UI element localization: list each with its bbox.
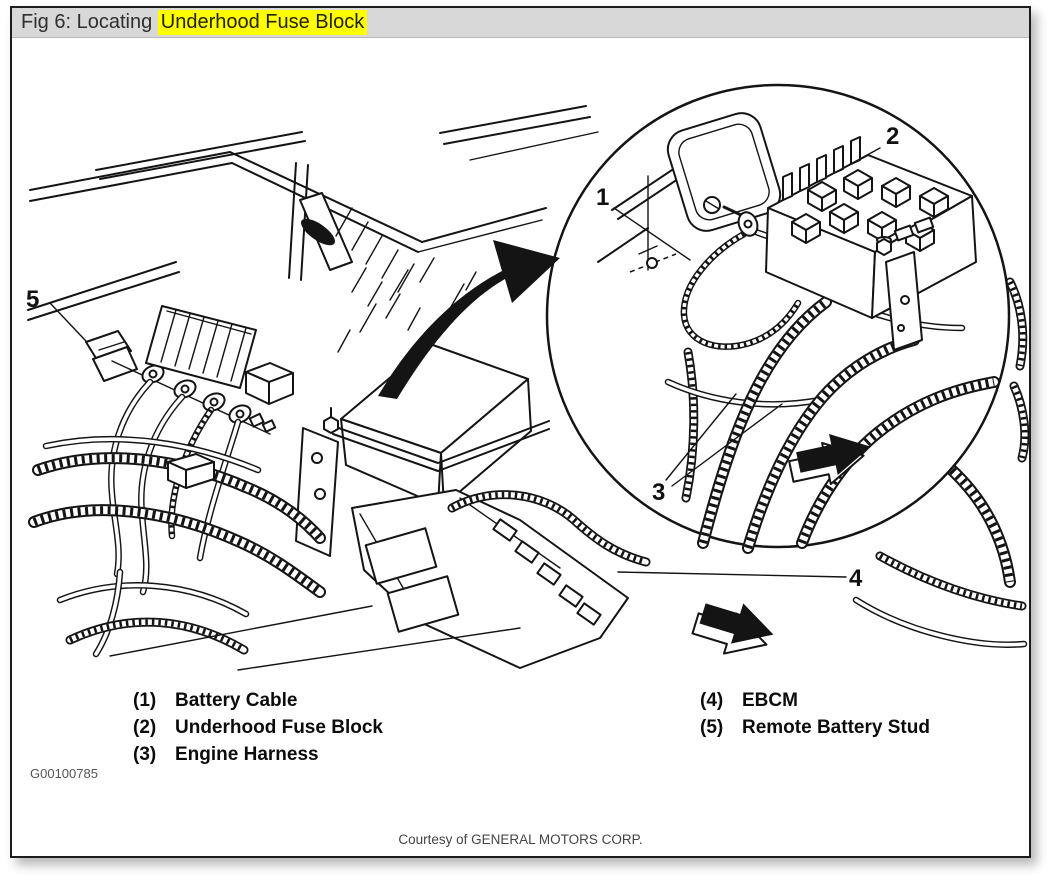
legend-number: (3) [133,744,157,765]
legend-label: Underhood Fuse Block [175,717,383,738]
battery-cable-inset [684,205,848,347]
hex-bolt [323,416,339,434]
legend-left-column: (1) Battery Cable (2) Underhood Fuse Block… [133,687,383,768]
finned-module [145,305,257,389]
ring-terminals [141,364,277,433]
legend-item-1: (1) Battery Cable [133,687,383,714]
legend-item-3: (3) Engine Harness [133,741,383,768]
figure-page: Fig 6: Locating Underhood Fuse Block [10,6,1031,858]
legend-item-2: (2) Underhood Fuse Block [133,714,383,741]
legend-label: EBCM [742,690,798,711]
callout-number-5: 5 [26,286,39,313]
ebcm-module [351,489,646,669]
magnifier-callout-arrow [378,240,560,399]
legend-number: (1) [133,690,157,711]
hood-hinge-bracket [299,192,477,353]
callout-number-3: 3 [652,479,665,506]
legend-item-5: (5) Remote Battery Stud [700,714,930,741]
callout-number-4: 4 [849,565,863,592]
callout-2: 2 [835,123,899,173]
callout-number-1: 1 [596,184,609,211]
relay-cube [245,362,294,405]
legend-label: Engine Harness [175,744,319,765]
harness-tangle [34,439,521,671]
callout-1: 1 [596,184,691,261]
legend-label: Battery Cable [175,690,298,711]
bolt-stud-dashed [629,253,677,273]
inset-detail: 1 2 3 [596,112,994,548]
legend-number: (5) [700,717,724,738]
underhood-fuse-block-detail [765,136,977,351]
diagram-canvas: 4 5 [12,38,1029,856]
block-bolt [876,238,892,256]
legend-item-4: (4) EBCM [700,687,930,714]
gasket-seal [666,112,782,232]
legend-label: Remote Battery Stud [742,717,930,738]
figure-code: G00100785 [30,766,98,781]
engine-compartment-diagram: 4 5 [26,83,1029,671]
callout-3: 3 [652,393,783,506]
main-view: 4 5 [26,105,1025,671]
callout-4: 4 [617,565,863,592]
courtesy-line: Courtesy of GENERAL MOTORS CORP. [398,832,643,847]
legend-number: (2) [133,717,157,738]
callout-number-2: 2 [886,123,899,150]
figure-title-bar: Fig 6: Locating Underhood Fuse Block [12,8,1029,38]
figure-title-highlight: Underhood Fuse Block [157,10,368,35]
battery-cables [111,382,238,592]
legend-number: (4) [700,690,724,711]
legend-right-column: (4) EBCM (5) Remote Battery Stud [700,687,930,741]
figure-title-prefix: Fig 6: Locating [21,11,158,33]
remote-battery-stud [49,302,277,435]
forward-direction-arrow-main [688,592,780,666]
